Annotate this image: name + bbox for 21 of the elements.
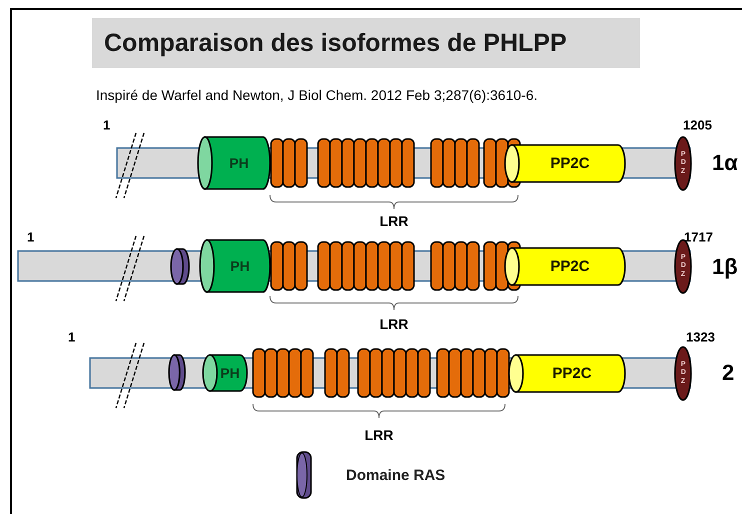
domain-label: PH xyxy=(228,155,249,171)
title-banner: Comparaison des isoformes de PHLPP xyxy=(92,18,640,68)
residue-number: 1205 xyxy=(683,118,712,132)
residue-number: 1 xyxy=(68,330,76,344)
domain-label: PH xyxy=(229,258,250,274)
isoform-label: 1α xyxy=(712,150,738,176)
domain-group-label: LRR xyxy=(380,316,408,332)
domain-label: PP2C xyxy=(551,365,592,382)
legend-label: Domaine RAS xyxy=(346,466,446,484)
residue-number: 1323 xyxy=(686,330,715,344)
domain-label: PP2C xyxy=(549,258,590,275)
isoform-label: 1β xyxy=(712,254,738,280)
domain-label: PH xyxy=(219,365,240,381)
isoform-label: 2 xyxy=(722,360,734,386)
residue-number: 1 xyxy=(103,118,110,132)
domain-label: PP2C xyxy=(549,155,590,172)
domain-group-label: LRR xyxy=(380,213,408,229)
citation-text: Inspiré de Warfel and Newton, J Biol Chem. 2012 Feb 3;287(6):3610-6. xyxy=(96,87,538,103)
residue-number: 1 xyxy=(27,230,34,244)
residue-number: 1717 xyxy=(684,230,713,244)
domain-group-label: LRR xyxy=(364,427,394,443)
